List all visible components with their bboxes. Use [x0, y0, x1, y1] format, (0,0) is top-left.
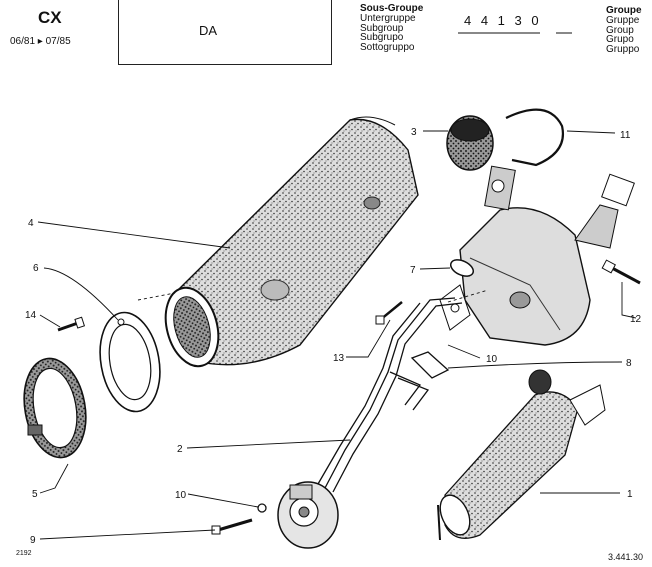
callout-4: 4	[28, 218, 34, 229]
plate-part-6	[99, 311, 161, 413]
subgroup-label: Subgrupo	[360, 32, 404, 44]
bolt-part-12	[601, 259, 641, 285]
spring-clip-part-11	[505, 108, 565, 167]
subgroup-labels: Sous-Groupe Untergruppe Subgroup Subgrup…	[360, 4, 423, 53]
callout-14: 14	[25, 310, 37, 321]
group-label: Group	[606, 24, 634, 36]
group-label: Gruppe	[606, 14, 640, 26]
sub-code-box: DA	[118, 0, 332, 65]
screw-part-14	[57, 316, 86, 332]
subgroup-label: Sous-Groupe	[360, 3, 424, 14]
steering-gear-housing	[439, 165, 635, 346]
date-range: 06/81 ▸ 07/85	[10, 36, 71, 47]
flange-part-8	[410, 351, 450, 379]
group-number-underline	[458, 32, 572, 34]
callout-2: 2	[177, 444, 183, 455]
small-boot-part-1	[437, 369, 606, 541]
callout-1: 1	[627, 489, 633, 500]
group-label: Grupo	[606, 34, 634, 46]
callout-10-lower: 10	[175, 490, 187, 501]
callout-3: 3	[411, 127, 417, 138]
pipe-assembly-part-2	[317, 297, 463, 493]
boot-part-4	[164, 116, 419, 368]
header: CX 06/81 ▸ 07/85 DA Sous-Groupe Untergru…	[0, 0, 652, 78]
callout-5: 5	[32, 489, 38, 500]
screw-part-9	[211, 518, 253, 535]
callout-6: 6	[33, 263, 39, 274]
bolt-part-13	[375, 301, 403, 325]
exploded-parts-diagram: 4 6 14 5 3 11 7 12 13 10 8 2 10 9 1	[23, 108, 642, 549]
callout-10-upper: 10	[486, 354, 498, 365]
callout-labels: 4 6 14 5 3 11 7 12 13 10 8 2 10 9 1	[25, 127, 642, 546]
group-label: Groupe	[606, 5, 642, 16]
subgroup-label: Untergruppe	[360, 12, 416, 24]
callout-13: 13	[333, 353, 345, 364]
leader-lines	[37, 130, 637, 540]
callout-12: 12	[630, 314, 642, 325]
sub-code: DA	[199, 23, 218, 38]
gasket-part-7	[449, 259, 475, 277]
footer-left-code: 2192	[16, 550, 32, 557]
subgroup-label: Sottogruppo	[360, 42, 415, 54]
clamp-ring-part-5	[23, 357, 87, 459]
callout-9: 9	[30, 535, 36, 546]
callout-8: 8	[626, 358, 632, 369]
bellows-part-3	[446, 115, 494, 171]
group-labels: Groupe Gruppe Group Grupo Gruppo	[606, 6, 642, 55]
washer-part-10	[257, 503, 267, 513]
subgroup-label: Subgroup	[360, 22, 404, 34]
group-label: Gruppo	[606, 44, 640, 56]
group-number: 4 4 1 3 0	[464, 13, 542, 28]
footer-right-code: 3.441.30	[608, 552, 644, 562]
callout-7: 7	[410, 265, 416, 276]
model-name: CX	[38, 8, 62, 27]
lower-housing	[277, 481, 339, 549]
callout-11: 11	[620, 130, 631, 141]
